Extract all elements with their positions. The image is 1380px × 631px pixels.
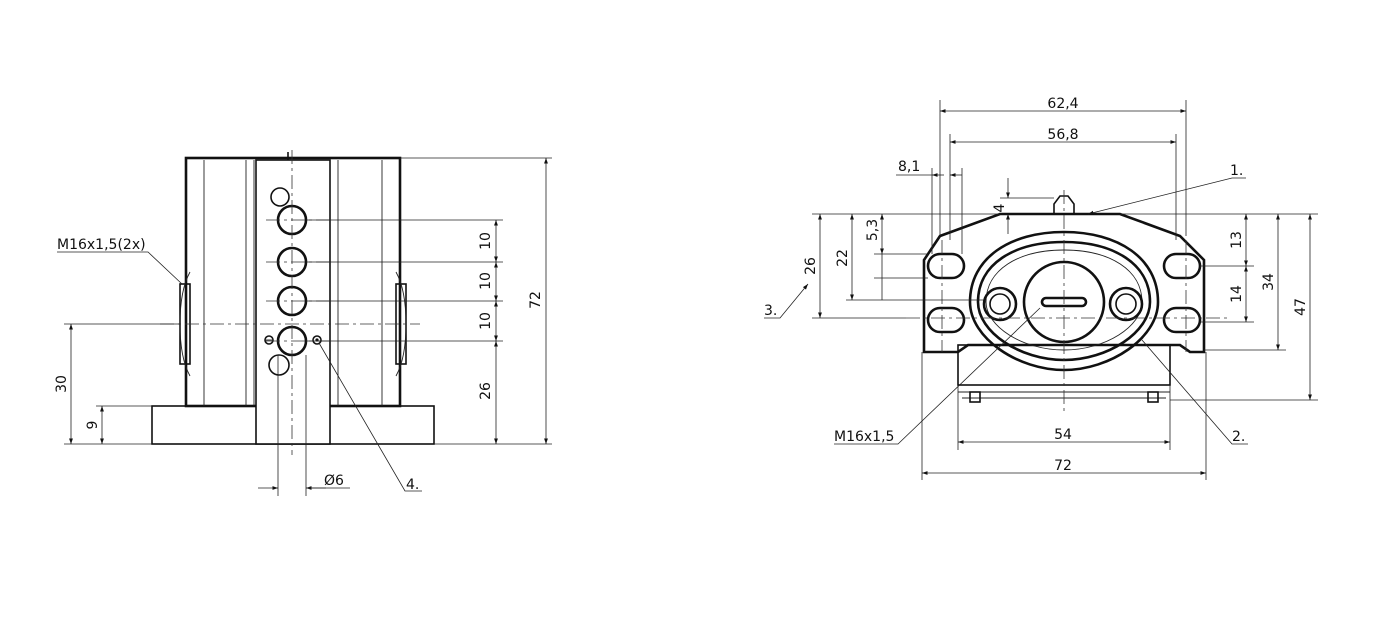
hole-top-small: [270, 187, 290, 207]
dim-width-inner: 56,8: [1047, 127, 1078, 143]
callout-1: 1.: [1230, 163, 1243, 179]
dim-8-1: 8,1: [898, 159, 920, 175]
side-hole-left: [982, 286, 1018, 322]
dim-spacing-3: 10: [478, 312, 494, 330]
slot-bottom-right: [1162, 306, 1202, 334]
dim-diameter: Ø6: [324, 473, 344, 489]
gasket-outer: [968, 230, 1160, 372]
callout-4: 4.: [406, 477, 419, 493]
center-plate: [255, 159, 331, 445]
dim-26: 26: [803, 257, 819, 275]
dim-total-height: 72: [528, 291, 544, 309]
thread-label-right: M16x1,5: [834, 429, 894, 445]
gasket-inner: [976, 240, 1152, 362]
hole-bottom-small: [268, 354, 290, 376]
dim-spacing-1: 10: [478, 232, 494, 250]
dim-base-height: 9: [85, 421, 101, 430]
slot-top-left: [926, 252, 966, 280]
thread-leader-right: [834, 307, 1041, 445]
dim-13: 13: [1229, 231, 1245, 249]
dim-22: 22: [835, 249, 851, 267]
led-indicator: [312, 335, 322, 345]
dim-47: 47: [1293, 298, 1309, 316]
callout-4-leader: [318, 342, 422, 492]
callout-3: 3.: [764, 303, 777, 319]
dim-bottom-hole: 26: [478, 382, 494, 400]
dim-spacing-2: 10: [478, 272, 494, 290]
slot-top-right: [1162, 252, 1202, 280]
side-hole-right: [1108, 286, 1144, 322]
right-view: 62,4 56,8 8,1 4 5,3 22 26: [764, 96, 1318, 480]
thread-label-left: M16x1,5(2x): [57, 237, 146, 253]
callout-2: 2.: [1232, 429, 1245, 445]
dim-width-outer: 62,4: [1047, 96, 1078, 112]
dim-4: 4: [992, 203, 1008, 212]
callout-3-leader: [764, 283, 809, 319]
dim-14: 14: [1229, 285, 1245, 303]
thread-leader: [57, 251, 183, 285]
dim-5-3: 5,3: [865, 219, 881, 241]
left-view: 10 10 10 26 72 30 9 Ø6 M16x1,5(2x) 4.: [54, 150, 552, 496]
callout-1-leader: [1087, 177, 1246, 215]
dim-72: 72: [1054, 458, 1072, 474]
slot-bottom-left: [926, 306, 966, 334]
dim-34: 34: [1261, 273, 1277, 291]
dim-axis-height: 30: [54, 375, 70, 393]
callout-2-leader: [1141, 339, 1248, 445]
dim-54: 54: [1054, 427, 1072, 443]
